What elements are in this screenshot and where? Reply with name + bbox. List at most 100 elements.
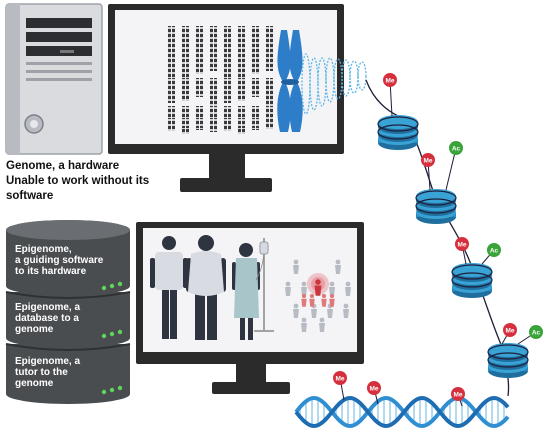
karyotype-band bbox=[266, 127, 269, 129]
karyotype-band bbox=[186, 32, 189, 34]
karyotype-band bbox=[266, 67, 269, 69]
karyotype-band bbox=[238, 27, 241, 29]
population-person-body bbox=[314, 285, 322, 296]
karyotype-band bbox=[252, 42, 255, 44]
karyotype-band bbox=[214, 57, 217, 59]
dna-tag-label: Me bbox=[335, 376, 344, 383]
karyotype-chromatid bbox=[252, 118, 255, 128]
dna-wrap bbox=[415, 198, 457, 214]
karyotype-band bbox=[256, 124, 259, 126]
karyotype-band bbox=[256, 37, 259, 39]
karyotype-band bbox=[270, 32, 273, 34]
karyotype-band bbox=[238, 37, 241, 39]
karyotype-chromatid bbox=[210, 78, 213, 106]
karyotype-band bbox=[224, 32, 227, 34]
karyotype-band bbox=[256, 89, 259, 91]
karyotype-band bbox=[186, 84, 189, 86]
karyotype-band bbox=[172, 67, 175, 69]
karyotype-band bbox=[266, 104, 269, 106]
karyotype-band bbox=[186, 27, 189, 29]
population-person-body bbox=[293, 265, 299, 274]
karyotype-band bbox=[224, 107, 227, 109]
karyotype-band bbox=[196, 47, 199, 49]
population-person-body bbox=[293, 309, 299, 318]
genome-caption-line2: Unable to work without its software bbox=[6, 175, 150, 202]
karyotype-band bbox=[172, 72, 175, 74]
karyotype-band bbox=[196, 107, 199, 109]
karyotype-band bbox=[210, 52, 213, 54]
tag-circle bbox=[421, 153, 435, 167]
karyotype-band bbox=[256, 27, 259, 29]
database-disk-1-label: Epigenome, a guiding software to its har… bbox=[15, 244, 110, 277]
karyotype-band bbox=[228, 94, 231, 96]
karyotype-chromatid bbox=[200, 78, 203, 97]
karyotype-band bbox=[242, 32, 245, 34]
karyotype-band bbox=[228, 84, 231, 86]
karyotype-chromatid bbox=[224, 118, 227, 129]
genome-caption-line1: Genome, a hardware bbox=[6, 160, 120, 172]
population-person-body bbox=[309, 298, 315, 307]
karyotype-band bbox=[238, 94, 241, 96]
karyotype-band bbox=[196, 124, 199, 126]
karyotype-band bbox=[172, 62, 175, 64]
karyotype-band bbox=[172, 27, 175, 29]
karyotype-band bbox=[224, 62, 227, 64]
disk3-line2: tutor to the bbox=[15, 367, 68, 378]
karyotype-band bbox=[186, 42, 189, 44]
karyotype-band bbox=[210, 37, 213, 39]
karyotype-band bbox=[196, 37, 199, 39]
karyotype-band bbox=[252, 119, 255, 121]
karyotype-band bbox=[210, 32, 213, 34]
karyotype-band bbox=[172, 57, 175, 59]
karyotype-band bbox=[210, 119, 213, 121]
dna-wrap bbox=[487, 352, 529, 368]
tag-circle bbox=[487, 243, 501, 257]
karyotype-band bbox=[200, 79, 203, 81]
karyotype-band bbox=[168, 72, 171, 74]
karyotype-band bbox=[172, 99, 175, 101]
karyotype-chromatid bbox=[172, 118, 175, 129]
highlight-halo-inner bbox=[311, 277, 325, 291]
karyotype-band bbox=[266, 52, 269, 54]
karyotype-band bbox=[228, 99, 231, 101]
karyotype-chromatid bbox=[242, 26, 245, 77]
karyotype-band bbox=[228, 37, 231, 39]
karyotype-band bbox=[214, 32, 217, 34]
karyotype-chromatid bbox=[242, 118, 245, 128]
karyotype-band bbox=[228, 42, 231, 44]
karyotype-chromatid bbox=[256, 118, 259, 128]
karyotype-band bbox=[200, 107, 203, 109]
karyotype-band bbox=[200, 47, 203, 49]
population-person-head bbox=[315, 279, 321, 285]
karyotype-chromatid bbox=[252, 78, 255, 97]
karyotype-band bbox=[182, 124, 185, 126]
karyotype-band bbox=[252, 67, 255, 69]
karyotype-band bbox=[210, 124, 213, 126]
karyotype-band bbox=[224, 47, 227, 49]
karyotype-band bbox=[228, 119, 231, 121]
karyotype-band bbox=[270, 112, 273, 114]
karyotype-band bbox=[238, 84, 241, 86]
karyotype-band bbox=[252, 72, 255, 74]
karyotype-band bbox=[168, 112, 171, 114]
karyotype-band bbox=[266, 32, 269, 34]
karyotype-band bbox=[182, 112, 185, 114]
karyotype-band bbox=[182, 57, 185, 59]
population-person-head bbox=[343, 303, 349, 309]
karyotype-band bbox=[200, 32, 203, 34]
karyotype-band bbox=[224, 112, 227, 114]
karyotype-band bbox=[214, 119, 217, 121]
karyotype-band bbox=[266, 112, 269, 114]
karyotype-band bbox=[172, 32, 175, 34]
karyotype-band bbox=[172, 124, 175, 126]
karyotype-band bbox=[242, 112, 245, 114]
tag-label: Me bbox=[505, 328, 514, 335]
karyotype-band bbox=[168, 94, 171, 96]
karyotype-band bbox=[242, 84, 245, 86]
karyotype-band bbox=[242, 47, 245, 49]
karyotype-band bbox=[228, 112, 231, 114]
karyotype-band bbox=[252, 84, 255, 86]
